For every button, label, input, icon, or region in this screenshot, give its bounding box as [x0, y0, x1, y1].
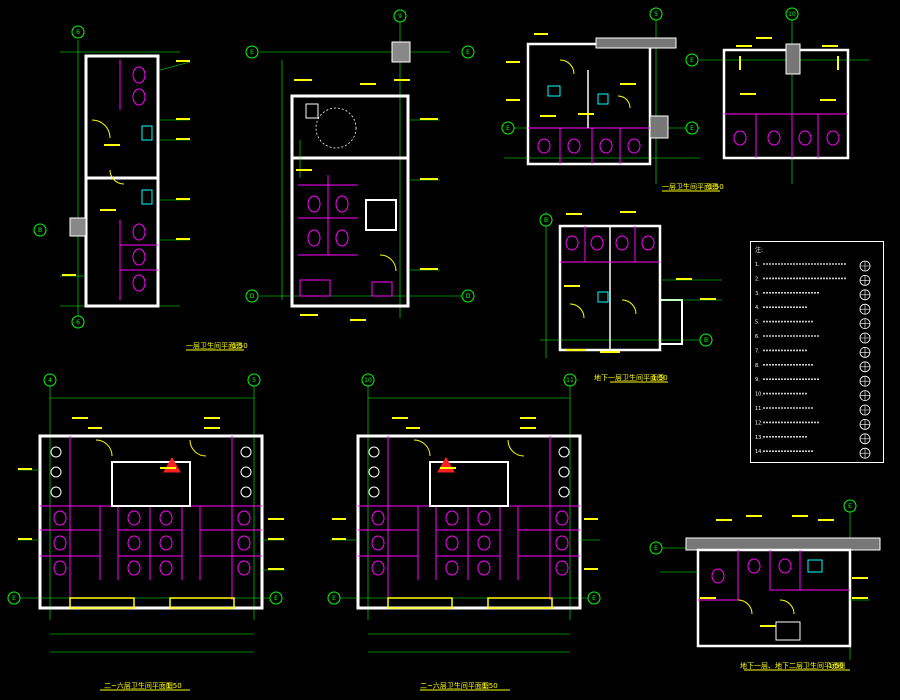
axis-label: E [12, 595, 16, 602]
plan-h-title: 地下一层、地下二层卫生间平面图 [740, 661, 845, 670]
note-number: 10. [755, 392, 763, 398]
axis-label: B [704, 337, 708, 344]
note-symbol-cross [860, 433, 870, 444]
axis-label: E [654, 545, 658, 552]
notes-legend-content: 注: 1. 2. 3. 4. 5. 6. 7. 8. 9. 10. 11. 12. 13. 14. [755, 246, 871, 459]
note-symbol-cross [860, 376, 870, 387]
axis-label: D [466, 293, 471, 300]
plan-a [60, 40, 191, 318]
plan-g-scale: 1:50 [482, 682, 498, 690]
axis-label: E [274, 595, 278, 602]
note-symbol-cross [860, 347, 870, 358]
plan-e-title: 地下一层卫生间平面图 [594, 373, 664, 382]
plan-c [504, 14, 700, 184]
note-number: 14. [755, 449, 763, 455]
axis-label: 11 [566, 377, 574, 384]
plan-e-scale: 1:50 [652, 374, 668, 382]
axis-label: E [592, 595, 596, 602]
axis-label: E [506, 125, 510, 132]
note-number: 11. [755, 406, 763, 412]
note-number: 9. [755, 377, 760, 383]
axis-label: E [332, 595, 336, 602]
plan-b [260, 20, 470, 321]
plan-e [540, 211, 722, 358]
note-symbol-cross [860, 261, 870, 271]
note-symbol-cross [860, 275, 870, 286]
note-number: 7. [755, 348, 760, 354]
note-symbol-cross [860, 318, 870, 329]
note-symbol-cross [860, 333, 870, 343]
plan-a-scale: 1:50 [232, 342, 248, 350]
axis-label: 9 [398, 13, 402, 20]
axis-label: E [250, 49, 254, 56]
plan-d [700, 14, 870, 184]
note-symbol-cross [860, 304, 870, 315]
note-number: 4. [755, 305, 760, 311]
note-number: 12. [755, 420, 763, 426]
plan-g-title: 二~六层卫生间平面图 [420, 681, 489, 690]
note-symbol-cross [860, 419, 870, 430]
axis-label: 10 [788, 11, 796, 18]
plan-f [18, 384, 285, 653]
axis-label: 5 [252, 377, 256, 384]
plan-h [660, 500, 881, 660]
plan-c-title: 一层卫生间平面图 [662, 182, 718, 191]
axis-label: 4 [48, 377, 52, 384]
axis-label: E [466, 49, 470, 56]
note-number: 13. [755, 435, 763, 441]
note-number: 3. [755, 291, 760, 297]
note-symbol-cross [860, 405, 870, 415]
notes-items: 1. 2. 3. 4. 5. 6. 7. 8. 9. 10. 11. 12. 13. 14. [755, 260, 871, 459]
axis-label: 6 [76, 319, 80, 326]
note-symbol-cross [860, 361, 870, 372]
plan-c-scale: 1:50 [708, 183, 724, 191]
note-symbol-cross [860, 448, 870, 459]
axis-label: 5 [654, 11, 658, 18]
axis-label: E [690, 57, 694, 64]
notes-heading: 注: [755, 246, 763, 254]
plan-f-scale: 1:50 [166, 682, 182, 690]
axis-label: D [250, 293, 255, 300]
note-number: 8. [755, 363, 760, 369]
axis-label: E [848, 503, 852, 510]
plan-f-title: 二~六层卫生间平面图 [104, 681, 173, 690]
axis-label: 6 [76, 29, 80, 36]
plan-h-scale: 1:50 [828, 662, 844, 670]
axis-label: E [690, 125, 694, 132]
note-number: 2. [755, 276, 760, 282]
axis-label: 10 [364, 377, 372, 384]
axis-label: B [544, 217, 548, 224]
note-symbol-cross [860, 289, 870, 300]
axis-bubbles [7, 7, 857, 605]
axis-label: B [38, 227, 42, 234]
note-symbol-cross [860, 390, 870, 401]
note-number: 5. [755, 320, 760, 326]
plan-g [330, 384, 600, 653]
plan-a-title: 一层卫生间平面图 [186, 341, 242, 350]
note-number: 6. [755, 334, 760, 340]
notes-legend: 注: 1. 2. 3. 4. 5. 6. 7. 8. 9. 10. 11. 12. 13. 14. [750, 241, 884, 463]
note-number: 1. [755, 262, 760, 268]
